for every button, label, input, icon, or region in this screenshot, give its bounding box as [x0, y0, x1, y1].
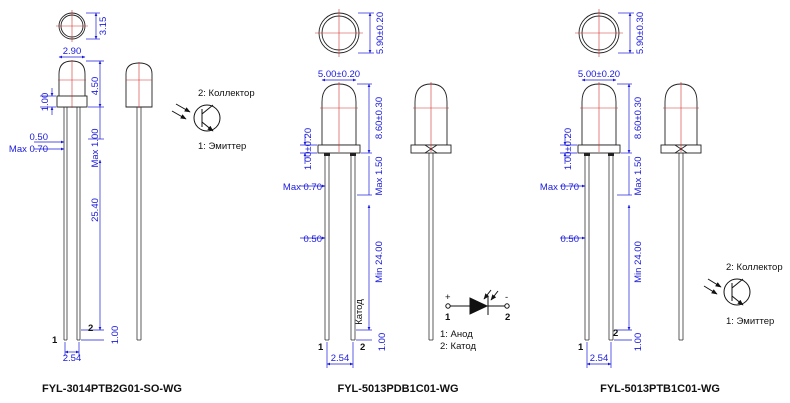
part-2-dim-lead-width: 0.50: [304, 234, 323, 245]
part-3-side-view: [660, 82, 702, 341]
part-3-dim-max-under: Max 1.50: [633, 156, 644, 195]
part-3-emitter-label: 1: Эмиттер: [726, 316, 774, 327]
part-2-dim-pitch: 2.54: [331, 353, 350, 364]
part-3-dim-flange: 1.00±0.20: [563, 128, 574, 170]
part-3-front-view: 5.00±0.20 8.60±0.30 1.00±0.20: [540, 69, 644, 368]
part-2-symbol-minus: -: [505, 292, 508, 303]
part-2-cathode-label: Катод: [354, 299, 365, 325]
part-2-front-view: 5.00±0.20 8.60±0.30 1.00±0.20: [283, 69, 388, 368]
part-2-cathode-desc: 2: Катод: [440, 341, 476, 352]
part-3-dim-pitch: 2.54: [590, 353, 609, 364]
part-3-dim-lead-length: Min 24.00: [633, 241, 644, 283]
part-1-dim-lead-width: 0.50: [30, 132, 49, 143]
part-3-drawing: 5.90±0.30 5.00±0.20 8.60±0.30: [540, 9, 783, 395]
part-2-dim-max-under: Max 1.50: [374, 156, 385, 195]
part-2-photodiode-symbol: + - 1 2 1: Анод 2: Катод: [440, 289, 510, 352]
part-2-drawing: 5.90±0.20 5.00±0.20 8.60±0.30: [283, 9, 510, 395]
part-3-top-view: 5.90±0.30: [575, 9, 646, 57]
part-1-dim-top-height: 3.15: [98, 17, 109, 36]
part-1-drawing: 3.15 2.90 4.50 1.00: [9, 10, 255, 395]
part-3-pin-2: 2: [613, 328, 618, 339]
part-2-dim-tail: 1.00: [377, 333, 388, 352]
part-1-front-view: 2.90 4.50 1.00 0.50 Ma: [9, 46, 121, 364]
part-1-phototransistor-symbol: 2: Коллектор 1: Эмиттер: [171, 88, 255, 152]
part-2-top-view: 5.90±0.20: [315, 9, 386, 57]
part-2-symbol-plus: +: [445, 292, 451, 303]
part-1-side-view: [125, 62, 153, 341]
part-1-collector-label: 2: Коллектор: [198, 88, 255, 99]
part-1-dim-lead-length: 25.40: [90, 198, 101, 222]
part-1-dim-max-under: Max 1.00: [90, 128, 101, 167]
part-2-dim-body-height: 8.60±0.30: [374, 97, 385, 139]
part-1-emitter-label: 1: Эмиттер: [198, 141, 246, 152]
part-3-dim-top-diameter: 5.90±0.30: [635, 12, 646, 54]
part-1-dim-lead-max: Max 0.70: [9, 144, 48, 155]
part-2-title: FYL-5013PDB1C01-WG: [337, 383, 458, 395]
part-1-dim-flange: 1.00: [40, 93, 51, 112]
part-3-collector-label: 2: Коллектор: [726, 262, 783, 273]
part-3-dim-lead-width: 0.50: [561, 234, 580, 245]
part-3-dim-body-height: 8.60±0.30: [633, 97, 644, 139]
part-2-anode-label: 1: Анод: [440, 329, 473, 340]
part-3-phototransistor-symbol: 2: Коллектор 1: Эмиттер: [703, 262, 783, 327]
part-1-pin-2: 2: [88, 323, 93, 334]
part-2-dim-lead-max: Max 0.70: [283, 182, 322, 193]
part-1-dim-tail: 1.00: [110, 326, 121, 345]
part-2-dim-flange: 1.00±0.20: [303, 128, 314, 170]
part-1-dim-pitch: 2.54: [63, 353, 82, 364]
part-1-top-view: 3.15: [56, 10, 109, 42]
part-3-dim-tail: 1.00: [633, 333, 644, 352]
part-3-title: FYL-5013PTB1C01-WG: [600, 383, 720, 395]
part-2-dim-lead-length: Min 24.00: [374, 241, 385, 283]
part-1-title: FYL-3014PTB2G01-SO-WG: [42, 383, 182, 395]
part-1-dim-width: 2.90: [63, 46, 82, 57]
part-3-pin-1: 1: [578, 342, 584, 353]
part-2-symbol-pin-1: 1: [445, 312, 451, 323]
part-2-dim-diameter: 5.00±0.20: [318, 69, 360, 80]
part-2-dim-top-diameter: 5.90±0.20: [375, 12, 386, 54]
part-2-pin-1: 1: [318, 342, 324, 353]
part-1-dim-body-height: 4.50: [90, 77, 101, 96]
part-3-dim-lead-max: Max 0.70: [540, 182, 579, 193]
part-3-dim-diameter: 5.00±0.20: [578, 69, 620, 80]
part-2-side-view: [410, 82, 452, 341]
part-2-pin-2: 2: [360, 342, 365, 353]
part-1-pin-1: 1: [52, 335, 58, 346]
part-2-symbol-pin-2: 2: [505, 312, 510, 323]
